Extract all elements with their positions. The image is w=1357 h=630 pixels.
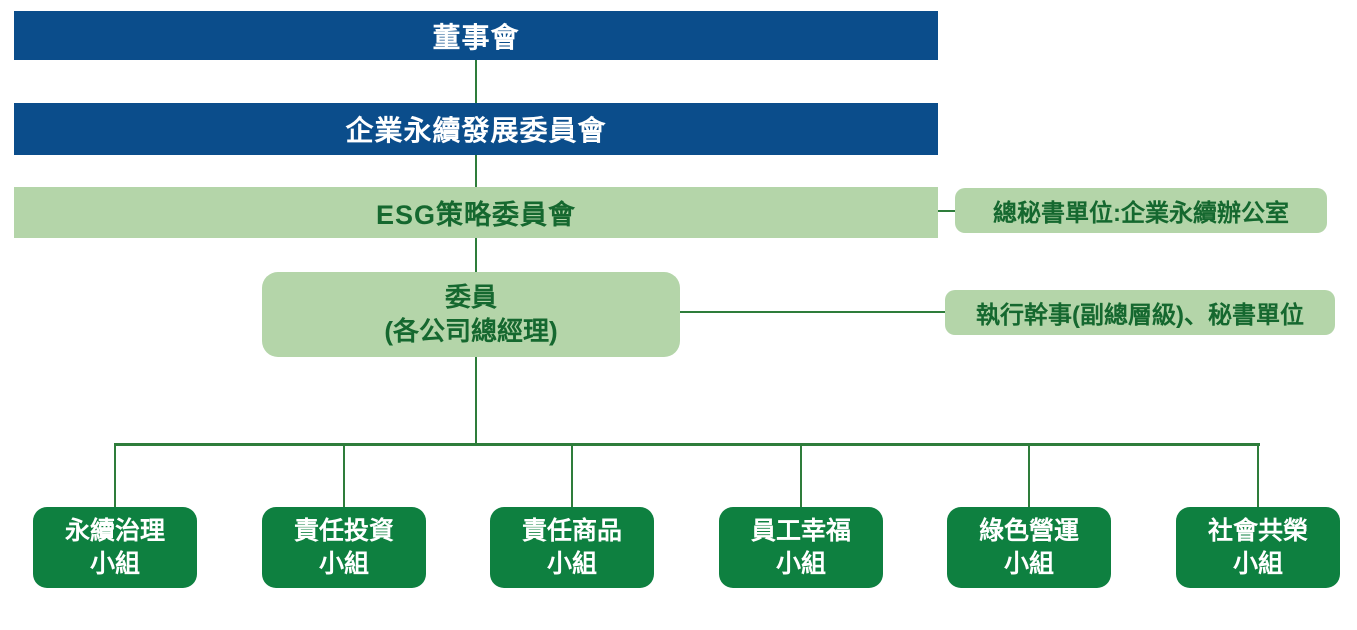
connector-level4-groups-trunk: [475, 357, 477, 444]
committee-members-box: 委員 (各公司總經理): [262, 272, 680, 357]
connector-drop-group-6: [1257, 443, 1259, 507]
sustainability-committee-bar: 企業永續發展委員會: [14, 103, 938, 155]
connector-level2-level3: [475, 155, 477, 187]
group-box-responsible-investment: 責任投資 小組: [262, 507, 426, 588]
connector-level4-side: [680, 311, 945, 313]
group-label-line1: 責任投資: [293, 517, 394, 545]
group-label-line1: 永續治理: [64, 517, 165, 545]
committee-members-line2: (各公司總經理): [384, 315, 558, 346]
group-label-line1: 員工幸福: [750, 517, 851, 545]
group-box-green-operations: 綠色營運 小組: [947, 507, 1111, 588]
connector-level3-side: [938, 210, 955, 212]
group-label-line2: 小組: [1003, 549, 1054, 578]
connector-level3-level4: [475, 238, 477, 272]
connector-drop-group-3: [571, 443, 573, 507]
group-box-responsible-products: 責任商品 小組: [490, 507, 654, 588]
esg-strategy-committee-bar: ESG策略委員會: [14, 187, 938, 238]
group-box-social-prosperity: 社會共榮 小組: [1176, 507, 1340, 588]
group-label-line2: 小組: [89, 549, 140, 578]
group-label-line2: 小組: [318, 549, 369, 578]
committee-members-line1: 委員: [444, 281, 497, 312]
connector-drop-group-2: [343, 443, 345, 507]
connector-drop-group-4: [800, 443, 802, 507]
executive-secretary-box: 執行幹事(副總層級)、秘書單位: [945, 290, 1335, 335]
group-box-sustainable-governance: 永續治理 小組: [33, 507, 197, 588]
group-label-line1: 綠色營運: [978, 517, 1079, 545]
connector-groups-horizontal: [114, 443, 1260, 446]
group-label-line1: 社會共榮: [1207, 517, 1308, 545]
board-of-directors-bar: 董事會: [14, 11, 938, 60]
secretary-office-box: 總秘書單位:企業永續辦公室: [955, 188, 1327, 233]
group-label-line2: 小組: [1232, 549, 1283, 578]
group-label-line2: 小組: [546, 549, 597, 578]
group-label-line1: 責任商品: [521, 517, 622, 545]
connector-level1-level2: [475, 60, 477, 103]
group-label-line2: 小組: [775, 549, 826, 578]
group-box-employee-wellbeing: 員工幸福 小組: [719, 507, 883, 588]
connector-drop-group-5: [1028, 443, 1030, 507]
connector-drop-group-1: [114, 443, 116, 507]
